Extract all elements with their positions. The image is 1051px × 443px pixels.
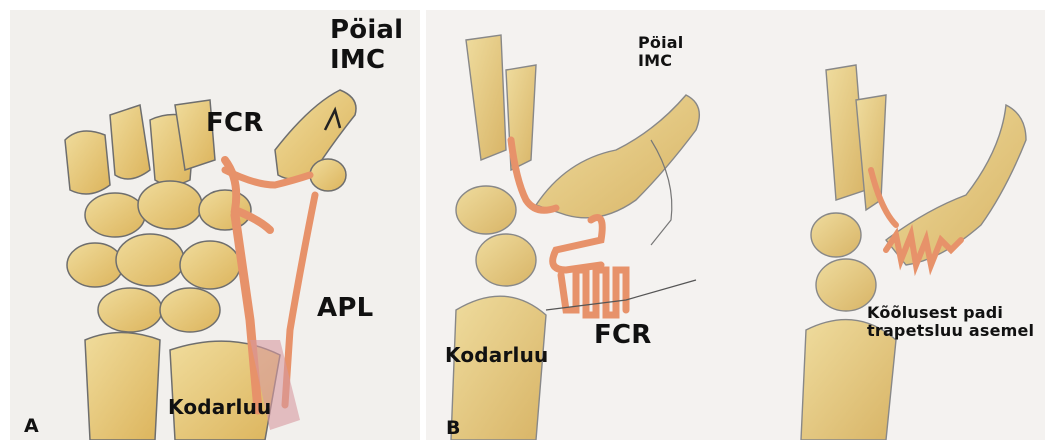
label-apl: APL	[317, 293, 373, 323]
apl-tendon	[285, 195, 315, 405]
label-thumb-imc: Pöial IMC	[330, 16, 403, 76]
label-fcr-b: FCR	[594, 320, 651, 350]
label-fcr: FCR	[206, 108, 263, 138]
label-thumb-imc-b: Pöial IMC	[638, 34, 683, 71]
metacarpal-bones	[65, 100, 215, 194]
label-radius-b: Kodarluu	[445, 343, 549, 367]
label-tendon-spacer: Kõõlusest padi trapetsluu asemel	[867, 304, 1034, 341]
panel-letter-b: B	[446, 417, 460, 439]
panel-letter-a: A	[24, 415, 39, 437]
left-hand-bones	[451, 35, 699, 440]
thumb-metacarpal	[275, 90, 356, 191]
panel-a: Pöial IMC FCR APL Kodarluu A	[10, 10, 420, 440]
label-radius: Kodarluu	[168, 395, 272, 419]
panel-b-drawing	[426, 10, 1045, 440]
panel-b: Pöial IMC FCR Kodarluu Kõõlusest padi tr…	[426, 10, 1045, 440]
carpal-bones	[67, 181, 251, 332]
